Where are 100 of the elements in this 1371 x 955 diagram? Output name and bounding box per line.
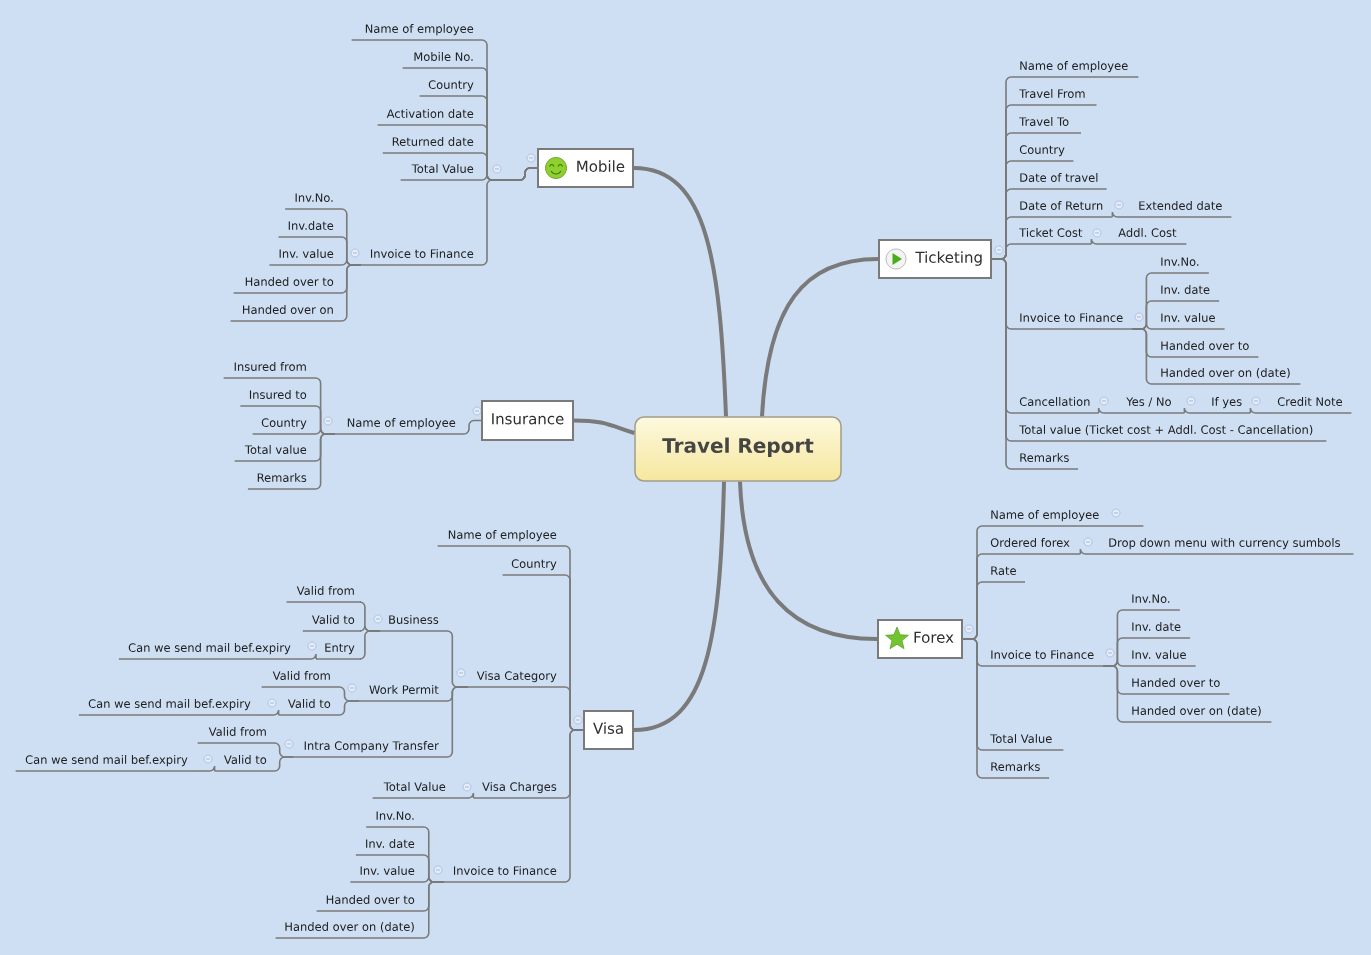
central-topic-box: Travel Report (634, 416, 842, 482)
connector-line (359, 630, 381, 660)
topic-text: Remarks (983, 762, 1050, 779)
connector-line (962, 638, 985, 779)
topic-text: Inv.No. (365, 811, 422, 828)
connector-line (562, 729, 584, 883)
topic-text: Can we send mail bef.expiry (78, 699, 258, 716)
topic-text: Inv. value (1124, 650, 1197, 667)
connector-line (1090, 238, 1113, 245)
topic-text: Travel From (1012, 89, 1098, 106)
connector-line (1183, 407, 1206, 414)
topic-text: Total value (Ticket cost + Addl. Cost - Cancellation) (1012, 425, 1328, 442)
topic-text: Inv. value (1153, 313, 1226, 330)
topic-text: Activation date (376, 109, 481, 126)
connector-line (1102, 665, 1126, 723)
topic-text: Insured to (239, 390, 314, 407)
topic-text: Handed over to (1124, 678, 1231, 695)
topic-text: Handed over on (date) (1124, 706, 1273, 723)
connector-line (1249, 407, 1272, 414)
topic-box: Forex (877, 619, 963, 659)
topic-text: Addl. Cost (1111, 228, 1188, 245)
topic-text: Inv.No. (1124, 594, 1181, 611)
topic-text: Handed over on (229, 305, 341, 322)
topic-text: Country (418, 80, 481, 97)
topic-text: Country (1012, 145, 1075, 162)
connector-line (451, 792, 475, 799)
topic-text: Valid to (277, 699, 338, 716)
topic-text: Inv.No. (284, 193, 341, 210)
connector-line (420, 881, 445, 939)
topic-text: Remarks (1012, 453, 1079, 470)
connector-line (272, 756, 295, 772)
connector-line (339, 264, 362, 322)
topic-text: If yes (1204, 397, 1252, 414)
topic-box: Ticketing (878, 239, 992, 279)
topic-text: Valid to (213, 755, 274, 772)
topic-text: Name of employee (1012, 61, 1140, 78)
branch-line (760, 257, 879, 417)
topic-text: Inv. value (268, 249, 341, 266)
topic-text: Invoice to Finance (983, 650, 1105, 667)
topic-text: Country (251, 418, 314, 435)
topic-text: Valid from (285, 586, 362, 603)
topic-text: Name of employee (436, 530, 564, 547)
topic-text: Business (379, 615, 446, 632)
topic-text: Work Permit (358, 685, 446, 702)
connector-line (256, 709, 280, 716)
topic-text: Ticket Cost (1012, 228, 1093, 245)
connector-line (1111, 211, 1133, 218)
topic-text: Cancellation (1012, 397, 1100, 414)
topic-text: Returned date (381, 137, 481, 154)
connector-line (1079, 548, 1103, 555)
topic-text: Visa Charges (472, 782, 564, 799)
connector-line (336, 700, 361, 716)
topic-text: Ordered forex (983, 538, 1082, 555)
topic-text: Handed over to (232, 277, 341, 294)
topic-text: Insured from (222, 362, 314, 379)
topic-text: Yes / No (1119, 397, 1186, 414)
topic-text: Inv. value (349, 866, 422, 883)
topic-text: Country (501, 559, 564, 576)
topic-text: Handed over to (1153, 341, 1260, 358)
topic-text: Can we send mail bef.expiry (118, 643, 298, 660)
topic-text: Name of employee (333, 418, 463, 435)
connector-line (444, 686, 470, 758)
connector-line (1097, 407, 1121, 414)
connector-line (479, 167, 538, 266)
connector-line (193, 765, 216, 772)
topic-text: Handed over to (315, 895, 422, 912)
topic-text: Extended date (1131, 201, 1233, 218)
topic-text: Inv.date (277, 221, 341, 238)
branch-line (738, 481, 878, 641)
topic-text: Invoice to Finance (360, 249, 481, 266)
topic-text: Total Value (371, 782, 453, 799)
topic-text: Total value (233, 445, 314, 462)
branch-line (574, 418, 635, 435)
topic-text: Date of Return (1012, 201, 1114, 218)
topic-text: Invoice to Finance (1012, 313, 1134, 330)
topic-box: Insurance (481, 400, 574, 441)
topic-text: Inv. date (1153, 285, 1220, 302)
topic-text: Handed over on (date) (274, 922, 422, 939)
topic-text: Total Value (399, 164, 481, 181)
connector-line (1131, 328, 1155, 385)
topic-text: Name of employee (350, 24, 481, 41)
topic-text: Inv.No. (1153, 257, 1210, 274)
topic-text: Inv. date (355, 839, 422, 856)
topic-text: Visa Category (467, 671, 564, 688)
topic-text: Valid from (260, 671, 338, 688)
topic-text: Valid from (196, 727, 274, 744)
branch-line (633, 481, 726, 732)
topic-text: Drop down menu with currency sumbols (1101, 538, 1355, 555)
topic-box: Mobile (537, 148, 634, 188)
topic-text: Inv. date (1124, 622, 1191, 639)
connector-line (312, 433, 336, 490)
topic-text: Intra Company Transfer (292, 741, 446, 758)
topic-text: Handed over on (date) (1153, 368, 1302, 385)
connector-line (461, 419, 482, 435)
connector-line (296, 653, 317, 660)
topic-text: Remarks (247, 473, 314, 490)
topic-text: Travel To (1012, 117, 1082, 134)
topic-box: Visa (583, 710, 634, 750)
topic-text: Valid to (302, 615, 362, 632)
topic-text: Credit Note (1270, 397, 1353, 414)
